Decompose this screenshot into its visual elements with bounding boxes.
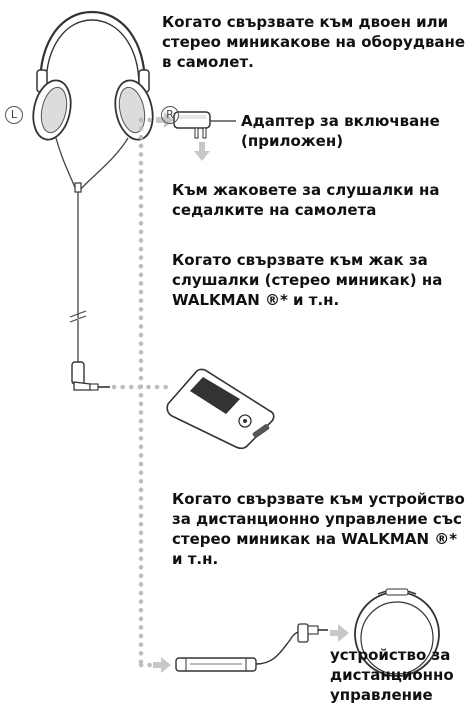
headphones-icon bbox=[32, 10, 154, 141]
remote-control-icon bbox=[175, 631, 303, 672]
walkman-text: Когато свързвате към жак за слушалки (ст… bbox=[172, 251, 443, 309]
arrow-down-icon bbox=[194, 142, 210, 161]
intro-text: Когато свързвате към двоен или стерео ми… bbox=[162, 13, 466, 71]
remote-intro-text: Когато свързвате към устройство за диста… bbox=[172, 490, 465, 568]
arrow-right-icon bbox=[330, 624, 349, 642]
headphone-plug-icon bbox=[71, 361, 110, 391]
left-marker-icon: L bbox=[5, 106, 23, 124]
adapter-label: Адаптер за включване (приложен) bbox=[241, 112, 440, 150]
remote-plug-icon bbox=[297, 623, 328, 643]
right-marker-icon: R bbox=[161, 106, 179, 124]
adapter-icon bbox=[173, 111, 236, 139]
arrow-right-icon bbox=[153, 657, 171, 673]
headphone-cord bbox=[55, 137, 129, 365]
remote-device-icon bbox=[354, 588, 440, 677]
walkman-player-icon bbox=[166, 368, 275, 450]
seat-jacks-text: Към жаковете за слушалки на седалките на… bbox=[172, 181, 440, 219]
remote-device-label: устройство за дистанционно управление bbox=[330, 646, 454, 704]
